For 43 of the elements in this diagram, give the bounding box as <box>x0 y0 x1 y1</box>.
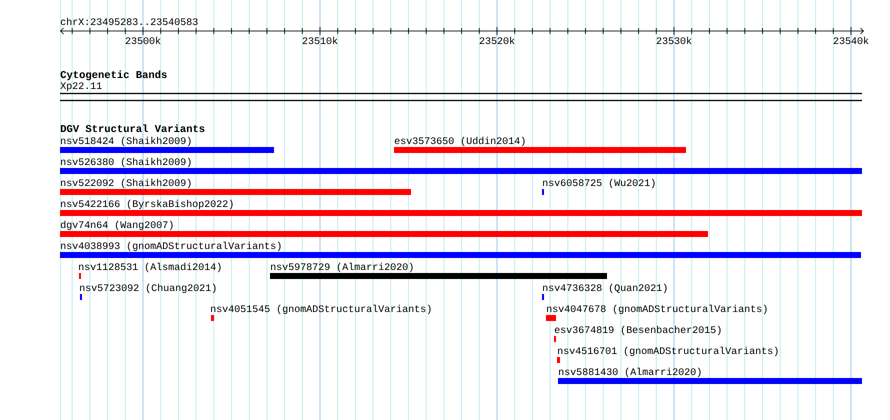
node-label: nsv4051545 (gnomADStructuralVariants) <box>211 304 431 314</box>
variant-feature: nsv518424 (Shaikh2009) <box>60 136 274 153</box>
variant-feature: nsv6058725 (Wu2021) <box>542 178 655 195</box>
node-label: nsv518424 (Shaikh2009) <box>61 136 191 146</box>
node-label: esv3573650 (Uddin2014) <box>394 136 525 146</box>
node-label: nsv5422166 (ByrskaBishop2022) <box>61 200 233 210</box>
variant-feature: esv3674819 (Besenbacher2015) <box>554 326 721 342</box>
variant-feature: esv3573650 (Uddin2014) <box>394 136 686 153</box>
node-label: dgv74n64 (Wang2007) <box>60 220 173 230</box>
variant-feature: dgv74n64 (Wang2007) <box>60 220 708 237</box>
node-label: nsv1128531 (Alsmadi2014) <box>79 262 221 272</box>
variant-feature: nsv1128531 (Alsmadi2014) <box>79 262 221 279</box>
node-label: nsv5723092 (Chuang2021) <box>80 284 216 294</box>
tick-label: 23520k <box>480 36 514 44</box>
tick-label: 23530k <box>656 36 692 44</box>
tick-label: 23500k <box>126 36 160 44</box>
node-label: nsv5881430 (Almarri2020) <box>559 368 701 378</box>
variant-feature: nsv522092 (Shaikh2009) <box>60 178 411 195</box>
variant-feature: nsv5978729 (Almarri2020) <box>270 262 607 279</box>
node-label: nsv4736328 (Quan2021) <box>543 284 667 294</box>
track-heading: DGV Structural Variants <box>60 124 204 132</box>
variant-feature: nsv5881430 (Almarri2020) <box>558 368 862 384</box>
variant-feature: nsv4051545 (gnomADStructuralVariants) <box>211 304 431 321</box>
variant-feature: nsv4736328 (Quan2021) <box>542 284 667 300</box>
variant-feature: nsv526380 (Shaikh2009) <box>60 158 862 174</box>
variant-feature: nsv5723092 (Chuang2021) <box>80 284 216 300</box>
track-heading: Cytogenetic Bands <box>60 70 167 80</box>
band-label: Xp22.11 <box>60 82 102 92</box>
variant-feature: nsv4047678 (gnomADStructuralVariants) <box>546 304 767 321</box>
node-label: nsv4047678 (gnomADStructuralVariants) <box>547 304 767 314</box>
variant-feature: nsv4038993 (gnomADStructuralVariants) <box>60 242 861 258</box>
locus-label: chrX:23495283..23540583 <box>60 18 198 26</box>
variant-feature: nsv5422166 (ByrskaBishop2022) <box>60 200 862 216</box>
node-label: esv3674819 (Besenbacher2015) <box>554 326 721 336</box>
tick-label: 23510k <box>302 36 338 44</box>
variant-feature: nsv4516701 (gnomADStructuralVariants) <box>557 346 778 363</box>
node-label: nsv6058725 (Wu2021) <box>543 178 655 188</box>
node-label: nsv5978729 (Almarri2020) <box>271 262 413 272</box>
node-label: nsv4516701 (gnomADStructuralVariants) <box>558 346 778 356</box>
node-label: nsv526380 (Shaikh2009) <box>61 158 191 168</box>
tick-label: 23540k <box>834 36 868 44</box>
node-label: nsv522092 (Shaikh2009) <box>61 178 191 188</box>
node-label: nsv4038993 (gnomADStructuralVariants) <box>61 242 281 252</box>
